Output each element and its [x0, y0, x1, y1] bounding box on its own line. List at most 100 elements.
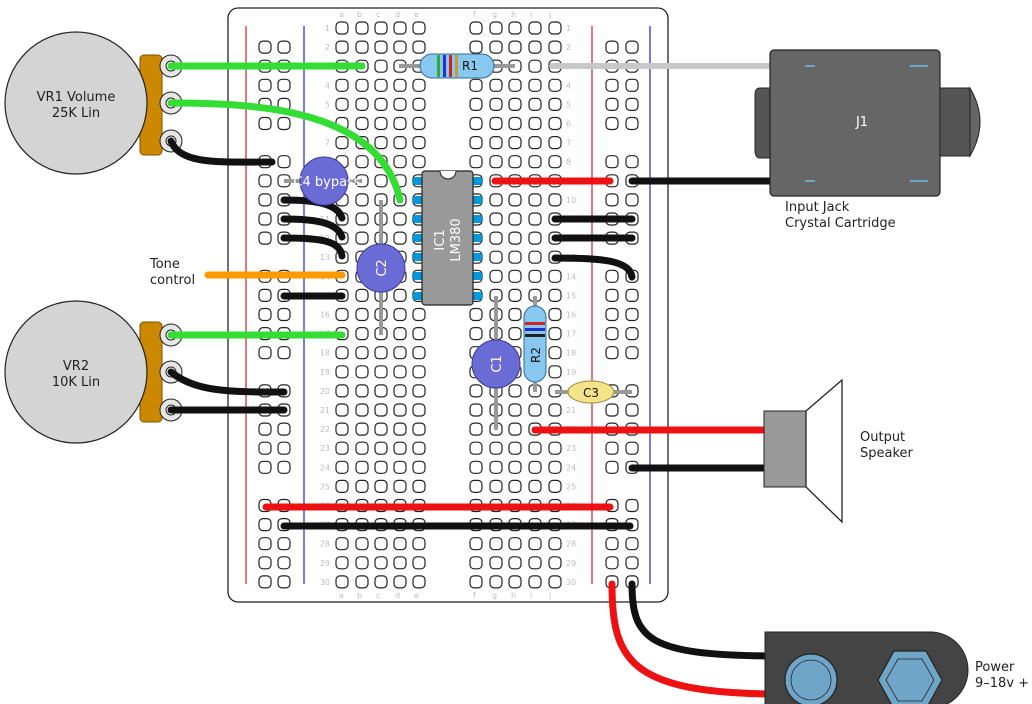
breadboard-hole	[528, 78, 542, 92]
breadboard-hole	[277, 460, 291, 474]
row-number: 7	[566, 139, 571, 148]
breadboard-hole	[625, 346, 639, 360]
wire-black-vr1-ground	[167, 137, 276, 166]
c2-label: C2	[375, 259, 390, 276]
breadboard-hole	[393, 40, 407, 54]
vr2-value-label: 10K Lin	[52, 375, 100, 390]
breadboard-hole	[469, 307, 483, 322]
breadboard-hole	[625, 403, 639, 417]
row-number: 5	[566, 100, 571, 109]
breadboard-hole	[355, 307, 369, 322]
breadboard-hole	[469, 556, 483, 570]
breadboard-hole	[335, 97, 349, 112]
svg-text:b: b	[357, 591, 362, 600]
r2-label: R2	[529, 347, 543, 363]
breadboard-hole	[528, 556, 542, 570]
breadboard-hole	[355, 288, 369, 302]
breadboard-hole	[258, 231, 272, 245]
breadboard-hole	[393, 212, 407, 226]
power-label-line1: Power	[975, 660, 1015, 675]
row-number: 1	[325, 24, 330, 33]
row-number: 19	[566, 368, 576, 377]
svg-text:c: c	[376, 10, 380, 19]
wires	[167, 62, 809, 698]
breadboard-hole	[625, 441, 639, 455]
breadboard-hole	[489, 116, 503, 131]
svg-text:j: j	[548, 10, 551, 19]
breadboard-hole	[489, 212, 503, 226]
ic1-part-label: LM380	[449, 218, 464, 261]
breadboard-hole	[355, 97, 369, 112]
breadboard-hole	[277, 78, 291, 92]
breadboard-hole	[605, 40, 619, 54]
breadboard-hole	[528, 212, 542, 226]
breadboard-hole	[528, 116, 542, 131]
breadboard-hole	[605, 288, 619, 302]
svg-text:i: i	[530, 10, 532, 19]
breadboard-hole	[469, 575, 483, 589]
breadboard-hole	[489, 441, 503, 455]
breadboard-hole	[625, 78, 639, 92]
breadboard-hole	[335, 422, 349, 436]
breadboard-hole	[355, 441, 369, 455]
wire-black-row11	[280, 234, 346, 260]
breadboard-hole	[625, 307, 639, 322]
j1-caption-line1: Input Jack	[785, 200, 850, 215]
breadboard-hole	[374, 346, 388, 360]
breadboard-hole	[489, 136, 503, 150]
breadboard-hole	[374, 556, 388, 570]
vr2-potentiometer: VR2 10K Lin	[4, 300, 183, 444]
breadboard-hole	[258, 422, 272, 436]
svg-text:h: h	[511, 10, 516, 19]
breadboard-hole	[605, 155, 619, 169]
breadboard-hole	[469, 460, 483, 474]
breadboard-hole	[277, 346, 291, 360]
breadboard-hole	[412, 78, 426, 92]
breadboard-hole	[258, 212, 272, 226]
row-number: 24	[566, 463, 576, 472]
wire-black-row10	[280, 215, 346, 241]
breadboard-hole	[277, 441, 291, 455]
breadboard-hole	[355, 193, 369, 207]
breadboard-hole	[393, 21, 407, 35]
row-number: 30	[320, 578, 330, 587]
breadboard-hole	[412, 384, 426, 398]
breadboard-hole	[393, 136, 407, 150]
breadboard-hole	[393, 365, 407, 379]
breadboard-hole	[528, 231, 542, 245]
svg-text:f: f	[473, 591, 476, 600]
breadboard-hole	[548, 537, 562, 551]
breadboard-hole	[528, 250, 542, 264]
breadboard-hole	[469, 327, 483, 341]
breadboard-hole	[489, 97, 503, 112]
breadboard-hole	[469, 537, 483, 551]
breadboard-hole	[374, 537, 388, 551]
breadboard-hole	[374, 403, 388, 417]
breadboard-hole	[489, 193, 503, 207]
breadboard-hole	[277, 155, 291, 169]
breadboard-hole	[374, 422, 388, 436]
svg-text:d: d	[395, 591, 400, 600]
breadboard-hole	[355, 327, 369, 341]
breadboard-hole	[508, 422, 522, 436]
svg-text:c: c	[376, 591, 380, 600]
breadboard-hole	[605, 403, 619, 417]
breadboard-hole	[528, 441, 542, 455]
breadboard-hole	[508, 40, 522, 54]
breadboard-hole	[355, 21, 369, 35]
breadboard-hole	[393, 575, 407, 589]
wire-red-power	[608, 580, 774, 698]
breadboard-hole	[393, 327, 407, 341]
breadboard-hole	[412, 155, 426, 169]
breadboard-hole	[625, 193, 639, 207]
breadboard-hole	[374, 174, 388, 188]
breadboard-hole	[374, 40, 388, 54]
breadboard-hole	[489, 479, 503, 493]
svg-text:g: g	[492, 10, 497, 19]
breadboard-hole	[355, 155, 369, 169]
breadboard-hole	[469, 384, 483, 398]
breadboard-hole	[508, 193, 522, 207]
row-number: 13	[320, 253, 330, 262]
breadboard-hole	[374, 384, 388, 398]
